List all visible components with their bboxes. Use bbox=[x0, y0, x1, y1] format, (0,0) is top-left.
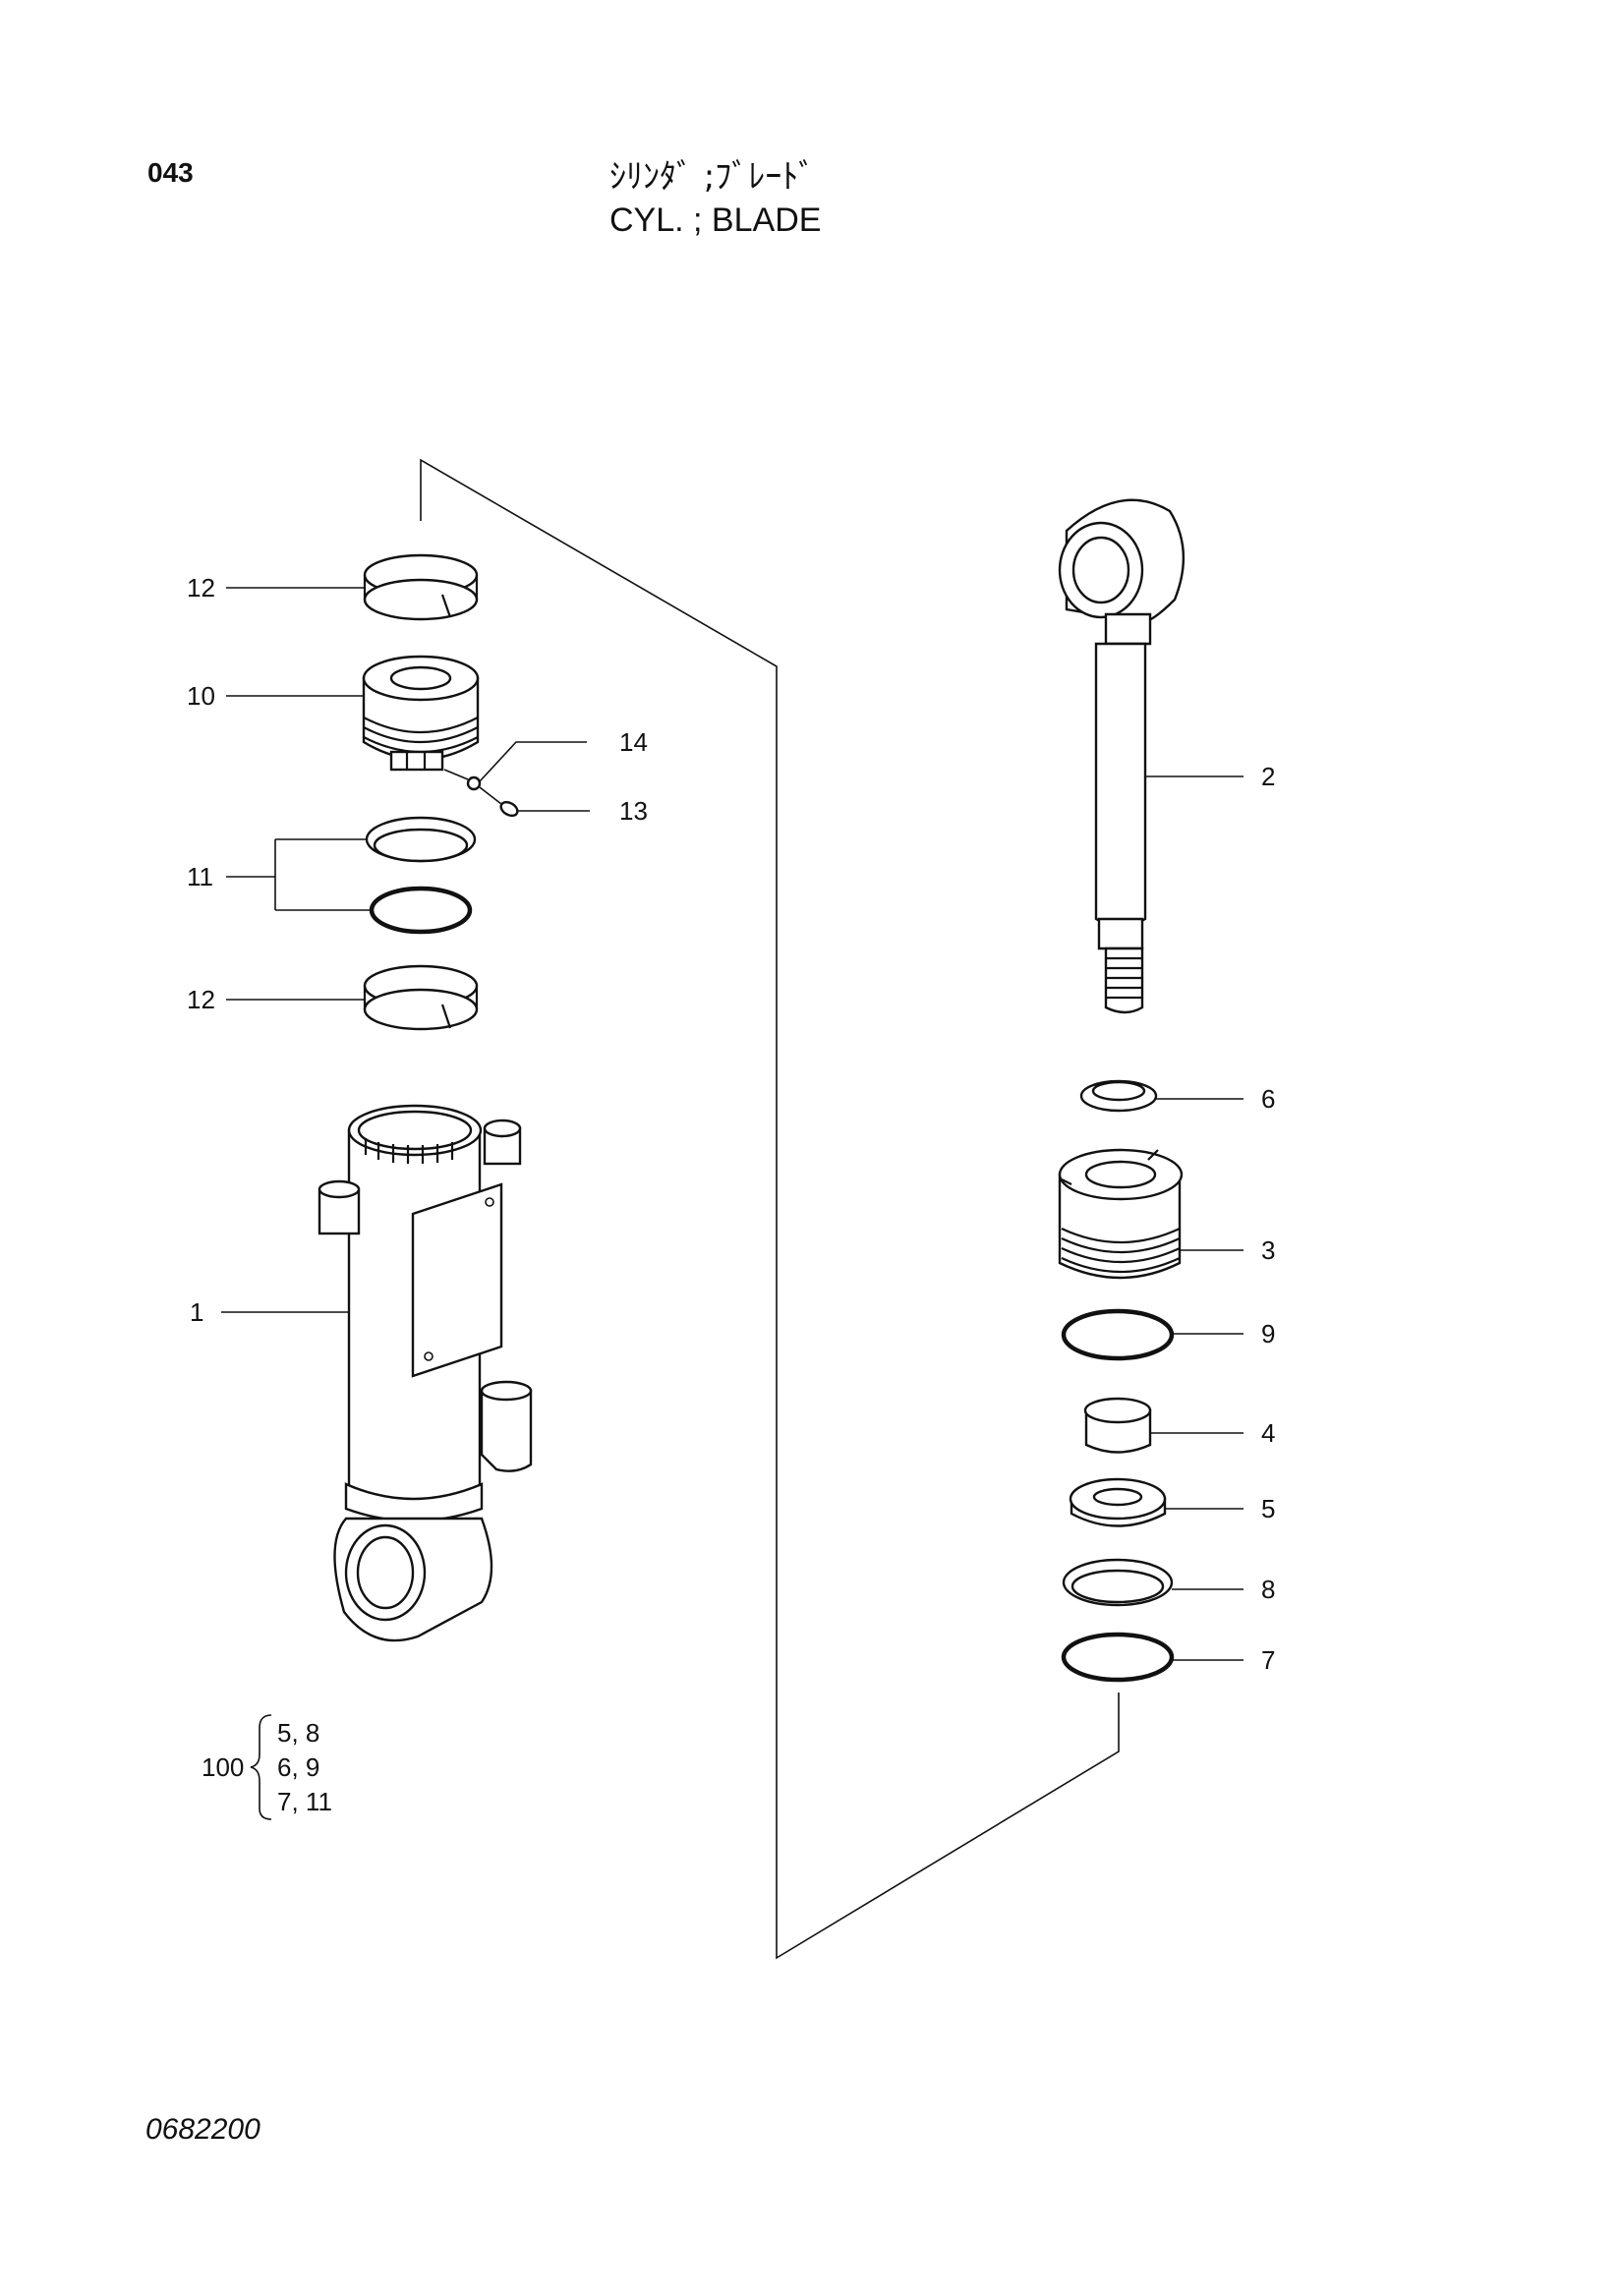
callout-13: 13 bbox=[619, 796, 648, 826]
callout-7: 7 bbox=[1261, 1645, 1276, 1675]
title-japanese: ｼﾘﾝﾀﾞ ;ﾌﾞﾚｰﾄﾞ bbox=[609, 157, 816, 197]
leader-11 bbox=[226, 838, 372, 911]
callout-12-lower: 12 bbox=[187, 985, 215, 1014]
seal-kit-item: 5, 8 bbox=[277, 1718, 320, 1748]
seal-kit-item: 6, 9 bbox=[277, 1752, 320, 1782]
callout-5: 5 bbox=[1261, 1494, 1276, 1523]
callout-1: 1 bbox=[190, 1297, 204, 1327]
part-13-set-screw bbox=[499, 800, 519, 818]
leader-14 bbox=[479, 741, 587, 782]
seal-kit-item: 7, 11 bbox=[277, 1787, 332, 1816]
part-9-o-ring bbox=[1061, 1308, 1175, 1361]
title-english: CYL. ; BLADE bbox=[609, 201, 822, 239]
seal-kit-number: 100 bbox=[202, 1752, 245, 1782]
callout-9: 9 bbox=[1261, 1319, 1276, 1349]
part-4-bushing bbox=[1083, 1397, 1152, 1454]
callout-4: 4 bbox=[1261, 1418, 1276, 1448]
part-11-seal-set bbox=[365, 816, 477, 935]
page-number: 043 bbox=[147, 157, 194, 188]
callout-11: 11 bbox=[187, 862, 213, 891]
callout-3: 3 bbox=[1261, 1235, 1276, 1265]
part-8-backup-ring bbox=[1062, 1558, 1174, 1607]
part-5-buffer-ring bbox=[1069, 1477, 1167, 1527]
callout-8: 8 bbox=[1261, 1575, 1276, 1604]
part-12-wear-ring-lower bbox=[363, 964, 479, 1031]
assembly-boundary-line bbox=[420, 458, 1120, 1960]
part-7-o-ring bbox=[1061, 1632, 1175, 1683]
callout-10: 10 bbox=[187, 681, 215, 711]
part-12-wear-ring-upper bbox=[363, 553, 479, 621]
callout-14: 14 bbox=[619, 727, 648, 757]
seal-kit-brace bbox=[250, 1714, 272, 1820]
part-10-piston bbox=[362, 655, 480, 772]
part-3-rod-cover bbox=[1058, 1148, 1184, 1280]
callout-2: 2 bbox=[1261, 762, 1276, 791]
part-1-cylinder-tube bbox=[318, 1104, 533, 1642]
callout-6: 6 bbox=[1261, 1084, 1276, 1114]
drawing-number: 0682200 bbox=[145, 2113, 260, 2146]
part-6-dust-seal bbox=[1079, 1079, 1158, 1113]
part-2-piston-rod bbox=[1058, 498, 1185, 1014]
callout-12-upper: 12 bbox=[187, 573, 215, 603]
part-14-steel-ball bbox=[466, 775, 482, 791]
